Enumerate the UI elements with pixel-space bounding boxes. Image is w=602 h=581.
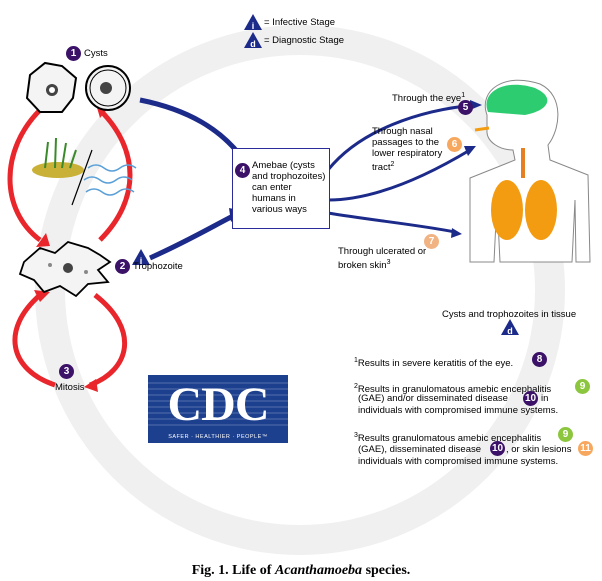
route-eye-label: Through the eye1	[392, 92, 466, 105]
blue-arrowhead	[451, 228, 462, 238]
tissue-label: Cysts and trophozoites in tissue	[442, 309, 577, 320]
svg-text:i: i	[140, 256, 143, 266]
stage-10-badge: 10	[523, 391, 538, 406]
note-2-in: in	[541, 393, 549, 404]
note-3-line-1: 3Results granulomatous amebic encephalit…	[354, 432, 542, 445]
right-lung	[525, 180, 557, 240]
soil-plant-drawing	[32, 137, 84, 178]
stage-11-badge: 11	[578, 441, 593, 456]
stage-4-badge: 4	[235, 163, 250, 178]
note-3-line-2: (GAE), disseminated disease	[358, 444, 482, 455]
cdc-logo-tagline: SAFER · HEALTHIER · PEOPLE™	[168, 434, 268, 440]
diagnostic-triangle-icon: d	[244, 32, 262, 49]
blue-arrowhead	[464, 146, 476, 156]
svg-text:d: d	[250, 39, 256, 49]
infective-triangle-icon: i	[132, 249, 150, 266]
stage-7-badge: 7	[424, 234, 439, 249]
cdc-logo-word: CDC	[167, 378, 270, 431]
blue-arrow-to-skin	[327, 211, 456, 234]
red-arrowhead	[34, 290, 50, 302]
red-arrow-troph-to-mitosis	[12, 293, 56, 388]
stage-9-badge: 9	[575, 379, 590, 394]
svg-text:d: d	[507, 326, 513, 336]
cyst-drawing-1	[25, 61, 78, 113]
amebae-box	[232, 148, 330, 229]
water-drawing	[83, 164, 137, 196]
stage-9-badge: 9	[558, 427, 573, 442]
brain-shape	[486, 84, 548, 115]
note-2-line-3: individuals with compromised immune syst…	[358, 405, 559, 416]
blue-arrow-to-eye	[326, 103, 476, 171]
legend-infective-label: = Infective Stage	[264, 17, 336, 28]
legend-diagnostic-label: = Diagnostic Stage	[264, 35, 345, 46]
note-3-lesions: , or skin lesions	[506, 444, 572, 455]
mitosis-label: Mitosis	[55, 382, 85, 393]
note-1: 1Results in severe keratitis of the eye.	[354, 357, 514, 370]
human-figure	[469, 79, 591, 263]
trophozoite-drawing	[18, 240, 112, 298]
figure-caption: Fig. 1. Life of Acanthamoeba species.	[191, 563, 411, 578]
infective-triangle-icon: i	[244, 14, 262, 31]
stage-3-badge: 3	[59, 364, 74, 379]
note-2-line-2: (GAE) and/or disseminated disease	[358, 393, 508, 404]
red-arrow-mitosis-to-troph	[89, 293, 127, 388]
stage-1-badge: 1	[66, 46, 81, 61]
red-arrowhead	[36, 233, 50, 247]
amebae-label: Amebae (cysts and trophozoites) can ente…	[252, 160, 326, 215]
red-arrow-troph-to-cysts	[98, 108, 133, 242]
left-lung	[491, 180, 523, 240]
blue-arrow-cysts-to-amebae	[139, 97, 242, 157]
stage-5-badge: 5	[458, 100, 473, 115]
stage-10-badge: 10	[490, 441, 505, 456]
route-skin-label: Through ulcerated or broken skin3	[338, 246, 427, 272]
note-2-line-1: 2Results in granulomatous amebic encepha…	[354, 383, 552, 396]
red-arrowhead	[84, 379, 98, 392]
note-3-line-3: individuals with compromised immune syst…	[358, 456, 559, 467]
svg-text:i: i	[252, 21, 255, 31]
blue-arrow-troph-to-amebae	[148, 212, 237, 261]
divider-slash	[71, 149, 93, 206]
stage-6-badge: 6	[447, 137, 462, 152]
cyst-drawing-2	[85, 65, 131, 111]
blue-arrowhead	[470, 100, 482, 110]
cdc-logo: CDC SAFER · HEALTHIER · PEOPLE™	[148, 375, 288, 443]
diagnostic-triangle-icon: d	[501, 319, 519, 336]
stage-2-badge: 2	[115, 259, 130, 274]
route-nasal-label: Through nasal passages to the lower resp…	[372, 126, 443, 174]
stage-8-badge: 8	[532, 352, 547, 367]
red-arrow-cysts-to-troph	[7, 108, 42, 242]
blue-arrow-to-nose	[327, 148, 471, 202]
cysts-label: Cysts	[84, 48, 108, 59]
trophozoite-label: Trophozoite	[133, 261, 183, 272]
